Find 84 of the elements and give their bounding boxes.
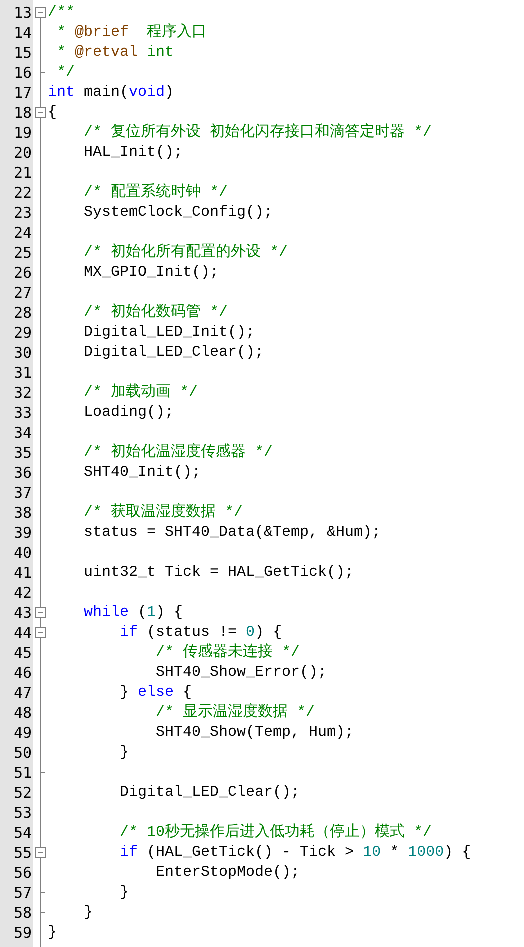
line-number: 46: [12, 663, 32, 683]
line-number: 39: [12, 523, 32, 543]
line-number: 18: [12, 103, 32, 123]
code-line: SHT40_Show(Temp, Hum);: [156, 723, 354, 743]
code-line: status = SHT40_Data(&Temp, &Hum);: [84, 523, 382, 543]
code-line: Loading();: [84, 403, 174, 423]
code-line: }: [48, 923, 58, 943]
line-number: 28: [12, 303, 32, 323]
line-number: 54: [12, 823, 32, 843]
line-number: 50: [12, 743, 32, 763]
line-number: 45: [12, 643, 32, 663]
code-line: } else {: [120, 683, 192, 703]
line-number: 36: [12, 463, 32, 483]
line-number: 42: [12, 583, 32, 603]
line-number: 31: [12, 363, 32, 383]
code-line: EnterStopMode();: [156, 863, 300, 883]
line-number: 58: [12, 903, 32, 923]
code-line: }: [84, 903, 94, 923]
line-number: 24: [12, 223, 32, 243]
code-line: /**: [48, 3, 76, 23]
line-number: 34: [12, 423, 32, 443]
code-line: /* 初始化所有配置的外设 */: [84, 243, 288, 263]
code-line: Digital_LED_Clear();: [84, 343, 264, 363]
code-line: /* 加载动画 */: [84, 383, 198, 403]
line-number: 20: [12, 143, 32, 163]
line-number: 38: [12, 503, 32, 523]
line-number: 49: [12, 723, 32, 743]
line-number: 47: [12, 683, 32, 703]
code-line: /* 初始化数码管 */: [84, 303, 228, 323]
code-line: Digital_LED_Clear();: [120, 783, 300, 803]
code-line: * @retval int: [57, 43, 174, 63]
line-number: 16: [12, 63, 32, 83]
line-number: 53: [12, 803, 32, 823]
code-line: }: [120, 883, 130, 903]
code-line: /* 获取温湿度数据 */: [84, 503, 244, 523]
line-number: 51: [12, 763, 32, 783]
code-line: /* 显示温湿度数据 */: [156, 703, 316, 723]
code-line: uint32_t Tick = HAL_GetTick();: [84, 563, 354, 583]
code-line: MX_GPIO_Init();: [84, 263, 220, 283]
line-number: 48: [12, 703, 32, 723]
line-number: 14: [12, 23, 32, 43]
code-line: if (status != 0) {: [120, 623, 282, 643]
line-number: 40: [12, 543, 32, 563]
line-number: 56: [12, 863, 32, 883]
code-line: }: [120, 743, 130, 763]
line-number: 29: [12, 323, 32, 343]
line-number: 37: [12, 483, 32, 503]
line-number: 19: [12, 123, 32, 143]
line-number: 27: [12, 283, 32, 303]
line-number: 22: [12, 183, 32, 203]
code-line: * @brief 程序入口: [57, 23, 208, 43]
code-line: {: [48, 103, 58, 123]
code-line: if (HAL_GetTick() - Tick > 10 * 1000) {: [120, 843, 472, 863]
line-number: 44: [12, 623, 32, 643]
code-line: int main(void): [48, 83, 174, 103]
line-number: 21: [12, 163, 32, 183]
code-line: Digital_LED_Init();: [84, 323, 256, 343]
line-number: 33: [12, 403, 32, 423]
line-number: 43: [12, 603, 32, 623]
code-line: /* 10秒无操作后进入低功耗（停止）模式 */: [120, 823, 432, 843]
code-line: */: [57, 63, 76, 83]
code-line: /* 传感器未连接 */: [156, 643, 300, 663]
line-number: 41: [12, 563, 32, 583]
line-number: 59: [12, 923, 32, 943]
line-number: 26: [12, 263, 32, 283]
line-number: 23: [12, 203, 32, 223]
code-line: SHT40_Show_Error();: [156, 663, 328, 683]
line-number: 17: [12, 83, 32, 103]
line-number: 15: [12, 43, 32, 63]
code-line: SHT40_Init();: [84, 463, 202, 483]
line-number: 55: [12, 843, 32, 863]
code-line: /* 配置系统时钟 */: [84, 183, 228, 203]
code-line: /* 复位所有外设 初始化闪存接口和滴答定时器 */: [84, 123, 432, 143]
code-line: while (1) {: [84, 603, 184, 623]
line-number: 25: [12, 243, 32, 263]
code-line: HAL_Init();: [84, 143, 184, 163]
line-number: 35: [12, 443, 32, 463]
line-number: 13: [12, 3, 32, 23]
line-number: 32: [12, 383, 32, 403]
code-line: /* 初始化温湿度传感器 */: [84, 443, 274, 463]
code-line: SystemClock_Config();: [84, 203, 274, 223]
line-number: 30: [12, 343, 32, 363]
line-number: 57: [12, 883, 32, 903]
line-number: 52: [12, 783, 32, 803]
